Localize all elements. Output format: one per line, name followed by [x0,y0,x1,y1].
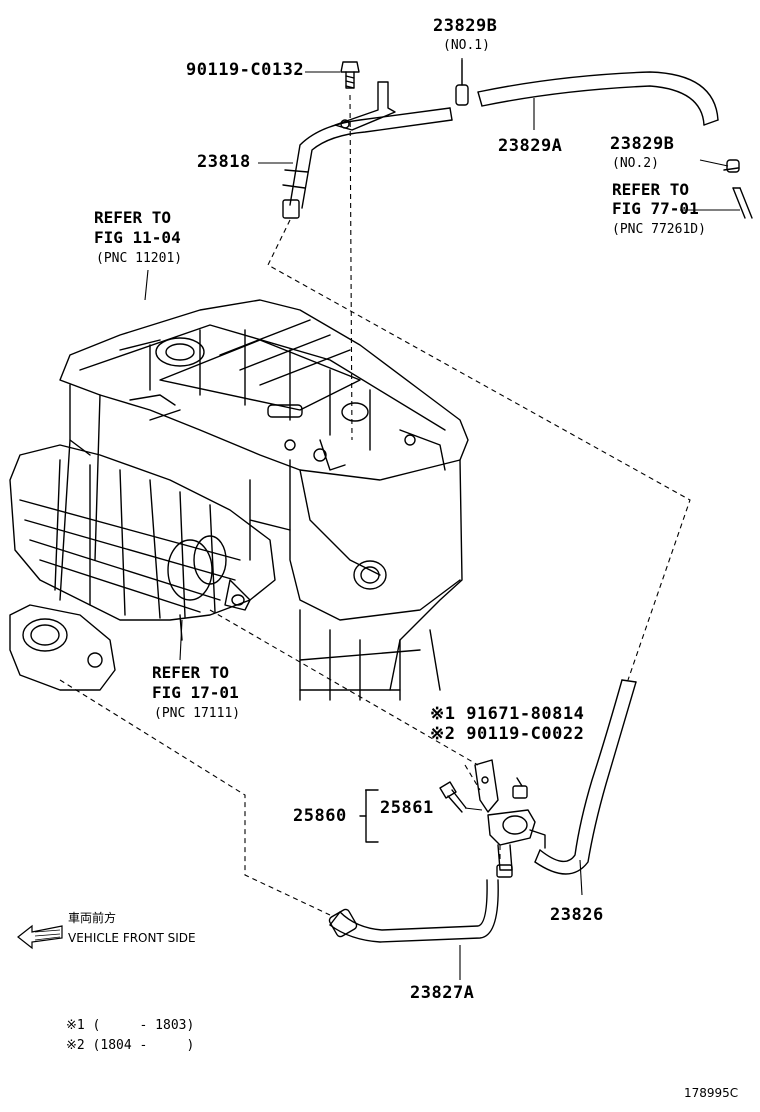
pipe-23818 [282,81,453,219]
bolt-90119-c0132 [340,61,360,89]
pipe-23827a [328,879,499,943]
hose-23829a [477,71,719,126]
screw-91671 [439,781,467,813]
label-23829b-no1[interactable]: 23829B [433,16,498,36]
ref-17-01-line1: REFER TO [152,663,230,682]
front-side-jp: 車両前方 [68,911,117,925]
label-91671-80814[interactable]: ※1 91671-80814 [430,704,585,724]
label-23826[interactable]: 23826 [550,905,604,925]
dashed-leaders [59,94,691,916]
note-2: ※2 (1804 - ) [66,1038,195,1053]
label-23829b-no2-sub: (NO.2) [612,156,659,171]
label-25861[interactable]: 25861 [380,798,434,818]
front-side-en: VEHICLE FRONT SIDE [68,931,196,945]
hose-23826 [534,679,637,875]
ref-17-01-line3: (PNC 17111) [154,706,241,721]
label-90119-c0132[interactable]: 90119-C0132 [186,60,305,80]
ref-11-04-line2[interactable]: FIG 11-04 [94,228,181,247]
diagram-id: 178995C [684,1086,739,1100]
ref-77-01-line3: (PNC 77261D) [612,222,706,237]
label-23829a[interactable]: 23829A [498,136,563,156]
label-23829b-no2[interactable]: 23829B [610,134,675,154]
ref-77-01-line2[interactable]: FIG 77-01 [612,199,699,218]
note-1: ※1 ( - 1803) [66,1018,195,1033]
intake-manifold [9,444,276,691]
hose-stub-77261d [732,187,753,219]
label-25860[interactable]: 25860 [293,806,347,826]
leader-lines [144,58,740,980]
pcv-valve [474,759,546,878]
label-23818[interactable]: 23818 [197,152,251,172]
bracket-25860 [359,789,379,843]
ref-17-01-line2[interactable]: FIG 17-01 [152,683,239,702]
ref-11-04-line1: REFER TO [94,208,172,227]
ref-11-04-line3: (PNC 11201) [96,251,183,266]
engine-block [59,299,469,701]
label-90119-c0022[interactable]: ※2 90119-C0022 [430,724,585,744]
front-arrow-icon [17,924,63,950]
ref-77-01-line1: REFER TO [612,180,690,199]
label-23827a[interactable]: 23827A [410,983,475,1003]
label-23829b-no1-sub: (NO.1) [443,38,490,53]
bolt-90119-c0022 [512,777,528,799]
